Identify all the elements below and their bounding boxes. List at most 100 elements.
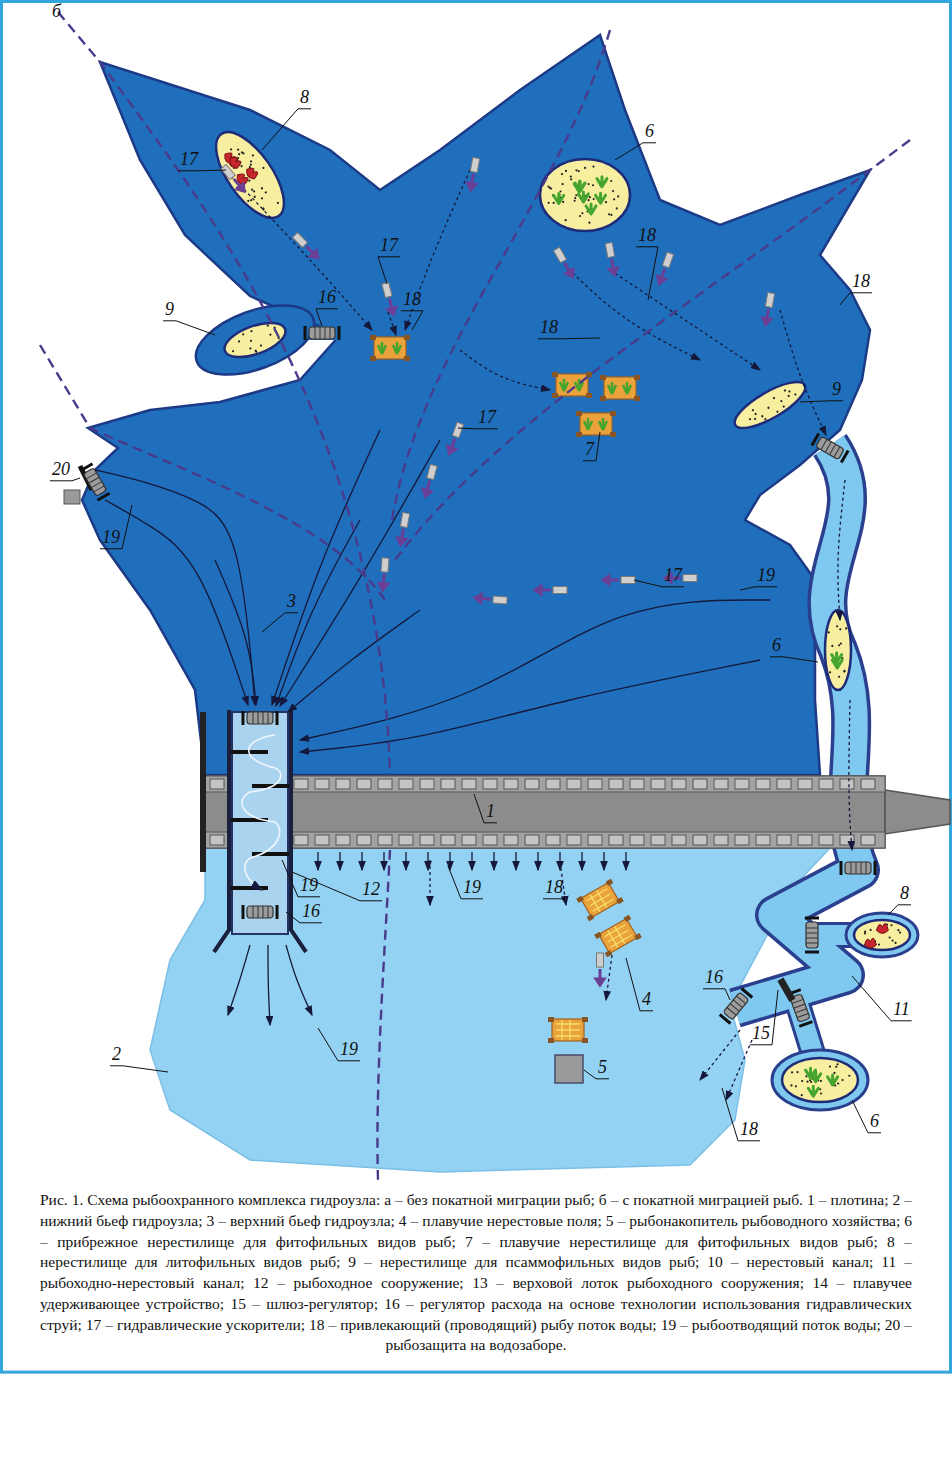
spillway-flow	[603, 852, 604, 870]
dam-block	[798, 835, 812, 845]
raft-float	[624, 915, 632, 922]
downstream-migration-route	[395, 140, 910, 560]
dam-block	[672, 779, 686, 789]
accelerator-jet	[379, 574, 388, 591]
dam-block	[462, 835, 476, 845]
regulator-ends	[720, 988, 753, 1023]
substrate-dot	[749, 418, 752, 421]
downstream-migration-route	[58, 12, 390, 775]
callout-number: 17	[664, 566, 682, 586]
callout-number: 3	[287, 592, 296, 612]
dam-block	[315, 779, 329, 789]
raft-float	[616, 897, 624, 904]
accelerator-jet	[304, 244, 321, 261]
substrate-dot	[260, 344, 263, 347]
raft-deck	[552, 1019, 584, 1041]
accelerator-jet	[561, 261, 576, 279]
floating-raft	[548, 1017, 588, 1043]
substrate-dot	[848, 1075, 850, 1077]
substrate-dot	[561, 173, 563, 175]
stone-substrate	[244, 165, 259, 180]
callout-number: 18	[740, 1120, 758, 1140]
callout-number: 11	[893, 1000, 910, 1020]
substrate-dot	[574, 197, 576, 199]
accelerator-body	[382, 282, 392, 297]
dam-block	[651, 835, 665, 845]
callout-underline	[850, 292, 872, 293]
callout-underline	[461, 898, 483, 899]
spillway-flow	[537, 852, 538, 870]
floating-raft	[594, 915, 642, 958]
callout-number: 12	[362, 880, 380, 900]
raft-float	[634, 396, 640, 401]
dam-block	[756, 835, 770, 845]
leader-line	[634, 580, 662, 587]
spawning-grid	[585, 885, 616, 914]
accelerator-body	[662, 252, 673, 268]
callout-underline	[378, 256, 400, 257]
dam-block	[483, 835, 497, 845]
stone-substrate	[864, 938, 876, 948]
dam-block	[210, 835, 224, 845]
callout-underline	[898, 904, 911, 905]
raft-deck	[604, 377, 636, 399]
substrate-dot	[838, 644, 840, 646]
callout-underline	[738, 1140, 760, 1141]
substrate-dot	[829, 1065, 831, 1067]
fish-attracting-flow	[610, 270, 760, 370]
dam-block	[609, 779, 623, 789]
fish-attracting-flow	[700, 1030, 740, 1080]
water-plant	[608, 382, 631, 394]
substrate-dot	[787, 394, 790, 397]
downstream-migration-route	[40, 345, 385, 600]
hydraulic-accelerator	[553, 247, 576, 279]
substrate-dot	[237, 148, 240, 151]
leader-line	[562, 899, 565, 900]
callout-number: 8	[900, 884, 909, 904]
spawning-ground-outline	[203, 121, 296, 228]
callout-underline	[100, 548, 122, 549]
fish-diverting-flow	[105, 500, 248, 705]
dam-block	[819, 779, 833, 789]
substrate-dot	[548, 202, 550, 204]
callout-number: 6	[645, 122, 654, 142]
callout-number: 17	[380, 236, 398, 256]
substrate-dot	[588, 222, 590, 224]
substrate-dot	[251, 188, 254, 191]
callout-number: 18	[403, 290, 421, 310]
leader-lines	[50, 109, 912, 1141]
callout-number: 18	[540, 318, 558, 338]
spawning-ground	[729, 374, 811, 437]
hydraulic-accelerator	[292, 232, 320, 260]
dam-block	[840, 835, 854, 845]
raft-float	[576, 896, 584, 903]
fish-pass-channel	[232, 712, 288, 934]
callout-underline	[285, 612, 298, 613]
downstream-migration-route	[392, 30, 610, 520]
floating-raft	[600, 375, 640, 401]
accelerator-jet	[467, 173, 478, 190]
accelerator-body	[470, 157, 479, 172]
dam-block	[441, 779, 455, 789]
spawning-ground-outline	[854, 920, 910, 950]
leader-line	[378, 257, 387, 284]
accelerator-body	[765, 292, 774, 307]
callout-number: 19	[340, 1040, 358, 1060]
water-plant	[574, 182, 584, 192]
raft-float	[548, 1038, 554, 1043]
substrate-dot	[570, 178, 572, 180]
substrate-dot	[261, 197, 264, 200]
fish-attracting-flow	[460, 350, 550, 390]
upper-reservoir	[82, 35, 870, 775]
hydraulic-accelerator	[762, 292, 775, 325]
leader-line	[122, 505, 132, 549]
regulator-ends	[243, 905, 277, 919]
substrate-dot	[574, 200, 576, 202]
substrate-dot	[836, 625, 838, 627]
callout-underline	[401, 310, 423, 311]
dam-block	[357, 835, 371, 845]
substrate-dot	[570, 176, 572, 178]
dam-block	[693, 779, 707, 789]
substrate-dot	[605, 201, 607, 203]
